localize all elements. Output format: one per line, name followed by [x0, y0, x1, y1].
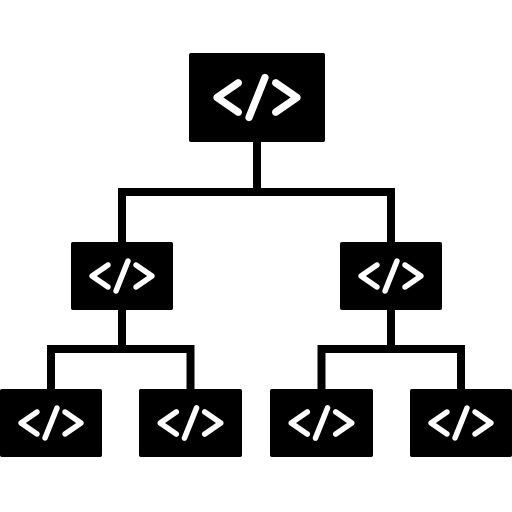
less-than-glyph: [89, 262, 111, 290]
tree-nodes: </> </> </> </> </> </> </>: [0, 53, 512, 457]
greater-than-glyph: [271, 79, 301, 116]
code-tag-icon: [89, 258, 155, 294]
slash-glyph: [181, 405, 200, 441]
node-left-left: </>: [0, 389, 102, 457]
code-tag-icon: [288, 405, 355, 441]
greater-than-glyph: [133, 262, 155, 290]
node-right: </>: [340, 242, 442, 310]
less-than-glyph: [213, 79, 242, 116]
node-right-left: </>: [270, 389, 373, 457]
greater-than-glyph: [62, 409, 84, 437]
slash-glyph: [42, 405, 60, 441]
code-tag-icon: [213, 73, 301, 122]
slash-glyph: [382, 258, 400, 294]
code-tag-icon: [428, 405, 494, 441]
node-left-right: </>: [139, 389, 242, 457]
code-tag-icon: [157, 405, 224, 441]
node-right-right: </>: [410, 389, 512, 457]
slash-glyph: [245, 73, 269, 122]
greater-than-glyph: [472, 409, 494, 437]
slash-glyph: [113, 258, 131, 294]
node-left: </>: [71, 242, 173, 310]
greater-than-glyph: [201, 409, 224, 437]
slash-glyph: [312, 405, 331, 441]
code-tag-icon: [358, 258, 424, 294]
less-than-glyph: [428, 409, 450, 437]
code-tag-icon: [18, 405, 84, 441]
less-than-glyph: [18, 409, 40, 437]
greater-than-glyph: [332, 409, 355, 437]
tree-connectors: [47, 138, 465, 393]
node-root: </>: [189, 53, 325, 142]
less-than-glyph: [157, 409, 180, 437]
slash-glyph: [452, 405, 470, 441]
less-than-glyph: [358, 262, 380, 290]
less-than-glyph: [288, 409, 311, 437]
greater-than-glyph: [402, 262, 424, 290]
